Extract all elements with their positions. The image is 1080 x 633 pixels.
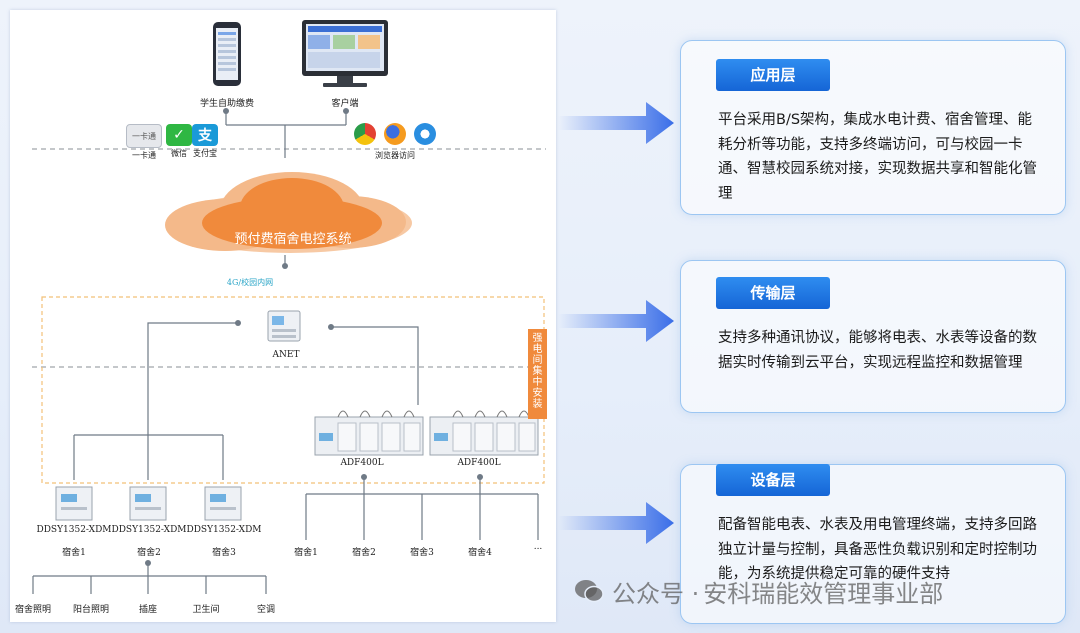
dorm-left-3-label: 宿舍3 bbox=[212, 548, 236, 558]
dorm-right-1-label: 宿舍1 bbox=[294, 548, 318, 558]
campus-card-icon: 一卡通 bbox=[126, 124, 162, 148]
cloud-system-label: 预付费宿舍电控系统 bbox=[234, 232, 352, 247]
dorm-left-1-label: 宿舍1 bbox=[62, 548, 86, 558]
arrow-app-icon bbox=[558, 102, 674, 144]
browser-access-label: 浏览器访问 bbox=[375, 151, 415, 160]
client-label: 客户端 bbox=[331, 99, 359, 109]
meter-icon bbox=[314, 410, 539, 456]
gateway-icon bbox=[267, 310, 301, 342]
layer-title-transport: 传输层 bbox=[716, 277, 830, 309]
layer-title-app: 应用层 bbox=[716, 59, 830, 91]
ddsy-label-1: DDSY1352-XDM bbox=[36, 525, 112, 535]
adf400l-label-2: ADF400L bbox=[457, 458, 501, 468]
arrow-transport-icon bbox=[558, 300, 674, 342]
ddsy-label-2: DDSY1352-XDM bbox=[111, 525, 187, 535]
phone-icon bbox=[213, 22, 241, 86]
layer-title-device: 设备层 bbox=[716, 464, 830, 496]
diagram-lines bbox=[32, 20, 546, 594]
load-ac-label: 空调 bbox=[256, 605, 276, 615]
adf400l-label-1: ADF400L bbox=[340, 458, 384, 468]
layer-body-transport: 支持多种通讯协议，能够将电表、水表等设备的数据实时传输到云平台，实现远程监控和数… bbox=[718, 330, 1037, 371]
anet-label: ANET bbox=[272, 350, 300, 360]
alipay: 支 支付宝 bbox=[192, 124, 218, 159]
layer-body-device: 配备智能电表、水表及用电管理终端，支持多回路独立计量与控制，具备恶性负载识别和定… bbox=[718, 517, 1037, 582]
wechat: ✓ 微信 bbox=[166, 124, 192, 159]
load-bathroom-label: 卫生间 bbox=[192, 605, 220, 615]
network-label: 4G/校园内网 bbox=[226, 278, 274, 287]
wechat-official-icon bbox=[574, 578, 604, 604]
watermark-prefix: 公众号 · bbox=[612, 579, 700, 608]
campus-card: 一卡通 一卡通 bbox=[126, 124, 162, 161]
arrow-device-icon bbox=[558, 502, 674, 544]
dorm-right-more-label: ... bbox=[533, 542, 543, 552]
student-payment-label: 学生自助缴费 bbox=[199, 99, 255, 109]
dorm-right-4-label: 宿舍4 bbox=[468, 548, 492, 558]
chrome-icon bbox=[354, 123, 376, 145]
firefox-icon bbox=[384, 123, 406, 145]
alipay-icon: 支 bbox=[192, 124, 218, 146]
load-socket-label: 插座 bbox=[138, 605, 158, 615]
wechat-label: 微信 bbox=[171, 149, 187, 158]
campus-card-label: 一卡通 bbox=[132, 151, 156, 160]
ddsy-label-3: DDSY1352-XDM bbox=[186, 525, 262, 535]
dorm-left-2-label: 宿舍2 bbox=[137, 548, 161, 558]
meter-icon bbox=[55, 486, 242, 521]
load-balcony-label: 阳台照明 bbox=[72, 605, 110, 615]
monitor-icon bbox=[302, 20, 388, 87]
load-lighting-label: 宿舍照明 bbox=[14, 605, 52, 615]
ie-icon bbox=[414, 123, 436, 145]
architecture-diagram: 一卡通 一卡通 ✓ 微信 支 支付宝 学生自助缴费 客户端 浏览器访问 预付费宿… bbox=[10, 10, 556, 622]
vertical-install-label: 强电间集中安装 bbox=[528, 329, 547, 419]
wechat-icon: ✓ bbox=[166, 124, 192, 146]
alipay-label: 支付宝 bbox=[193, 149, 217, 158]
watermark: 公众号 · 安科瑞能效管理事业部 bbox=[574, 571, 943, 611]
dorm-right-2-label: 宿舍2 bbox=[352, 548, 376, 558]
layer-card-app bbox=[680, 40, 1066, 215]
top-connectors bbox=[225, 112, 347, 266]
cloud-icon bbox=[165, 172, 412, 253]
watermark-name: 安科瑞能效管理事业部 bbox=[703, 579, 944, 608]
layer-body-app: 平台采用B/S架构，集成水电计费、宿舍管理、能耗分析等功能，支持多终端访问，可与… bbox=[718, 112, 1037, 202]
dorm-right-3-label: 宿舍3 bbox=[410, 548, 434, 558]
